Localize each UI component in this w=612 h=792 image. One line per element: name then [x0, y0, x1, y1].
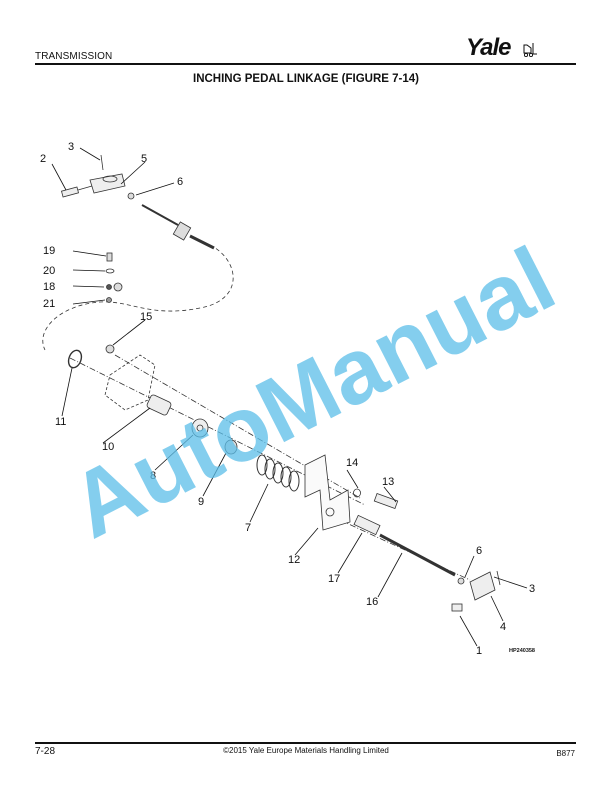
page-title: INCHING PEDAL LINKAGE (FIGURE 7-14) [193, 73, 419, 85]
callout-5: 5 [141, 153, 147, 165]
callout-1: 1 [476, 645, 482, 657]
forklift-icon [523, 43, 537, 58]
callout-3b: 3 [529, 583, 535, 595]
callout-13: 13 [382, 476, 394, 488]
footer-rule [35, 742, 576, 744]
callout-20: 20 [43, 265, 55, 277]
header-rule [35, 63, 576, 65]
callout-11: 11 [55, 416, 66, 428]
page-number: 7-28 [35, 746, 56, 757]
callout-6b: 6 [476, 545, 482, 557]
callout-15: 15 [140, 311, 152, 323]
callout-16: 16 [366, 596, 378, 608]
callout-7: 7 [245, 522, 251, 534]
callout-2: 2 [40, 153, 46, 165]
section-label: TRANSMISSION [35, 51, 113, 62]
callout-10: 10 [102, 441, 114, 453]
callout-12: 12 [288, 554, 300, 566]
callout-19: 19 [43, 245, 55, 257]
copyright: ©2015 Yale Europe Materials Handling Lim… [223, 746, 389, 755]
callout-3: 3 [68, 141, 74, 153]
yale-logo: Yale [466, 34, 511, 61]
callout-8: 8 [150, 470, 156, 482]
figure-code: HP240358 [509, 648, 535, 654]
callout-21: 21 [43, 298, 55, 310]
callout-6: 6 [177, 176, 183, 188]
callout-9: 9 [198, 496, 204, 508]
callout-4: 4 [500, 621, 506, 633]
callout-18: 18 [43, 281, 55, 293]
callout-14: 14 [346, 457, 358, 469]
document-code: B877 [556, 749, 575, 758]
callout-17: 17 [328, 573, 340, 585]
